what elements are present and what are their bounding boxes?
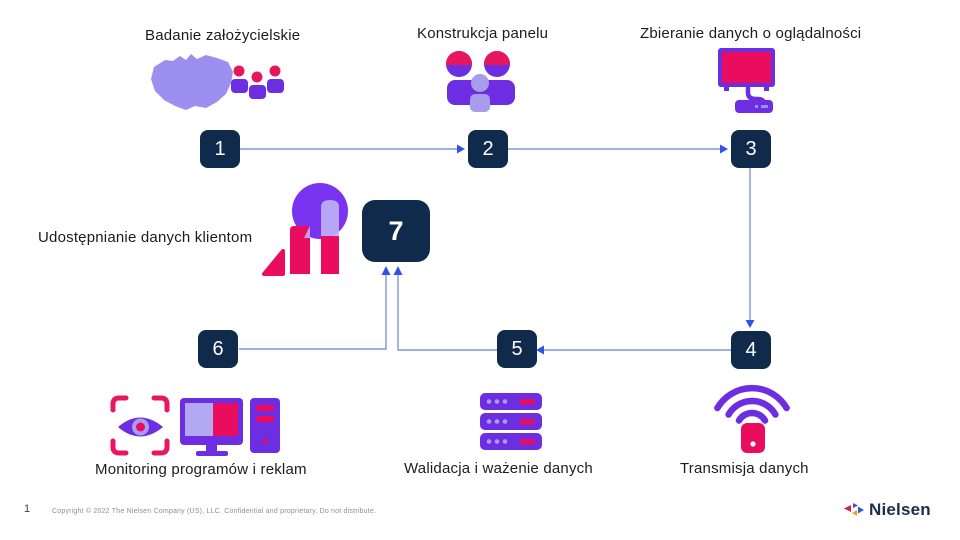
step-number-6: 6 bbox=[212, 337, 224, 360]
copyright-text: Copyright © 2022 The Nielsen Company (US… bbox=[52, 508, 377, 515]
step-box-2: 2 bbox=[468, 130, 508, 168]
server-stack-icon bbox=[480, 393, 542, 450]
step-label-5: Walidacja i ważenie danych bbox=[404, 460, 593, 477]
step-number-2: 2 bbox=[482, 137, 494, 160]
panel-people-icon bbox=[446, 51, 515, 112]
tv-meter-icon bbox=[718, 48, 775, 113]
step-label-2: Konstrukcja panelu bbox=[417, 25, 549, 42]
step-box-5: 5 bbox=[497, 330, 537, 368]
poland-map-people-icon bbox=[151, 54, 284, 110]
step-number-4: 4 bbox=[745, 338, 757, 361]
wifi-transmitter-icon bbox=[714, 384, 790, 453]
step-box-3: 3 bbox=[731, 130, 771, 168]
step-box-7: 7 bbox=[362, 200, 430, 262]
step-number-7: 7 bbox=[388, 215, 404, 246]
step-label-4: Transmisja danych bbox=[680, 460, 809, 477]
step-box-1: 1 bbox=[200, 130, 240, 168]
step-number-5: 5 bbox=[511, 337, 523, 360]
step-box-6: 6 bbox=[198, 330, 238, 368]
pie-bar-chart-icon bbox=[262, 183, 348, 276]
nielsen-wordmark: Nielsen bbox=[869, 500, 931, 519]
step-label-3: Zbieranie danych o oglądalności bbox=[640, 25, 862, 42]
step-label-7: Udostępnianie danych klientom bbox=[38, 229, 253, 246]
eye-scan-computer-icon bbox=[110, 395, 280, 456]
step-number-3: 3 bbox=[745, 137, 757, 160]
step-label-6: Monitoring programów i reklam bbox=[95, 461, 307, 478]
step-number-1: 1 bbox=[214, 137, 226, 160]
step-label-1: Badanie założycielskie bbox=[145, 27, 301, 44]
nielsen-logo-icon bbox=[844, 503, 864, 516]
page-number: 1 bbox=[24, 503, 31, 515]
nielsen-logo: Nielsen bbox=[843, 500, 931, 520]
step-box-4: 4 bbox=[731, 331, 771, 369]
